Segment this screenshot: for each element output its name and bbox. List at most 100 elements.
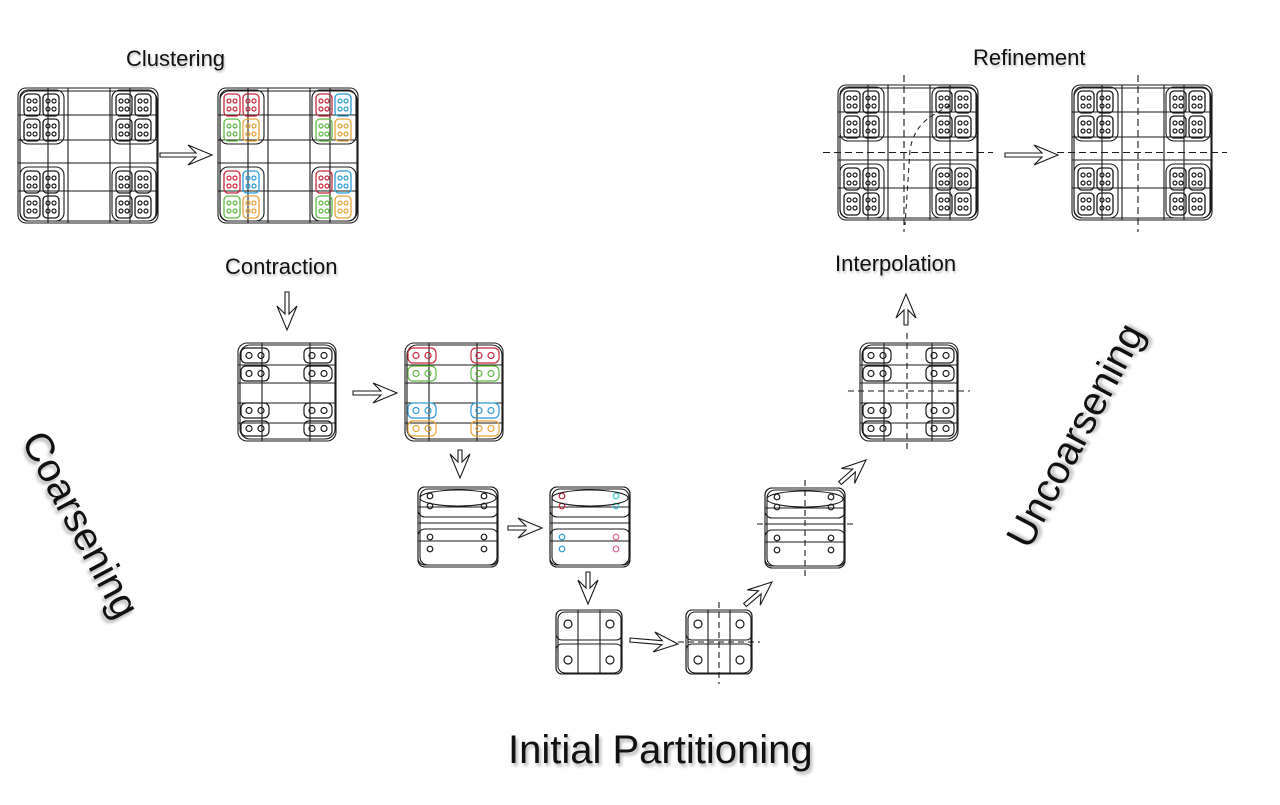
vertex bbox=[475, 406, 483, 415]
vertex bbox=[137, 183, 143, 189]
hyperedge bbox=[334, 93, 352, 117]
vertex bbox=[827, 493, 835, 501]
vertex bbox=[957, 120, 963, 126]
move-indicator bbox=[904, 104, 951, 226]
vertex bbox=[245, 183, 251, 189]
vertex bbox=[45, 183, 51, 189]
graph-uncoarsened-2 bbox=[757, 480, 853, 576]
vertex bbox=[852, 103, 858, 109]
hyperedge bbox=[925, 420, 955, 437]
graph-level-2 bbox=[417, 486, 499, 568]
vertex bbox=[426, 545, 434, 553]
vertex bbox=[1105, 205, 1111, 211]
vertex bbox=[143, 98, 149, 104]
vertex bbox=[827, 546, 835, 554]
hyperedge bbox=[764, 487, 846, 519]
vertex bbox=[852, 128, 858, 134]
vertex bbox=[563, 655, 573, 665]
hyperedge bbox=[1096, 115, 1114, 139]
vertex bbox=[118, 175, 124, 181]
hyperedge bbox=[1096, 167, 1114, 191]
vertex bbox=[343, 183, 349, 189]
vertex bbox=[846, 205, 852, 211]
vertex bbox=[1178, 172, 1184, 178]
vertex bbox=[124, 200, 130, 206]
hyperedge bbox=[134, 118, 152, 142]
vertex bbox=[245, 175, 251, 181]
vertex bbox=[337, 200, 343, 206]
vertex bbox=[942, 406, 950, 415]
hyperedge bbox=[862, 90, 880, 114]
vertex bbox=[51, 123, 57, 129]
vertex bbox=[251, 175, 257, 181]
vertex bbox=[735, 655, 745, 665]
hyperedge bbox=[303, 365, 333, 382]
hyperedge bbox=[935, 115, 953, 139]
hyperedge bbox=[407, 365, 437, 382]
vertex bbox=[1178, 128, 1184, 134]
hyperedge bbox=[19, 89, 65, 145]
vertex bbox=[143, 200, 149, 206]
vertex bbox=[475, 369, 483, 378]
hyperedge bbox=[1073, 86, 1119, 142]
vertex bbox=[32, 208, 38, 214]
vertex bbox=[343, 98, 349, 104]
arrow-contract-2 bbox=[449, 449, 471, 480]
hyperedge bbox=[1165, 163, 1211, 219]
hyperedge bbox=[843, 115, 861, 139]
vertex bbox=[1191, 205, 1197, 211]
vertex bbox=[257, 369, 265, 378]
vertex bbox=[1099, 103, 1105, 109]
vertex bbox=[871, 172, 877, 178]
vertex bbox=[337, 106, 343, 112]
vertex bbox=[1080, 128, 1086, 134]
arrow-body bbox=[577, 571, 599, 606]
vertex bbox=[1086, 172, 1092, 178]
vertex bbox=[963, 197, 969, 203]
vertex bbox=[963, 205, 969, 211]
vertex bbox=[337, 175, 343, 181]
vertex bbox=[337, 123, 343, 129]
vertex bbox=[1099, 120, 1105, 126]
hyperedge bbox=[1169, 115, 1187, 139]
hyperedge bbox=[407, 420, 437, 437]
vertex bbox=[1105, 128, 1111, 134]
hyperedge bbox=[470, 365, 500, 382]
vertex bbox=[1172, 120, 1178, 126]
label-refinement: Refinement bbox=[973, 45, 1086, 70]
hyperedge bbox=[470, 347, 500, 364]
hyperedge bbox=[223, 195, 241, 219]
vertex bbox=[1105, 172, 1111, 178]
hyperedge bbox=[219, 89, 265, 145]
vertex bbox=[558, 533, 566, 541]
vertex bbox=[827, 503, 835, 511]
graph-coarsest bbox=[555, 609, 623, 675]
hyperedge bbox=[549, 486, 631, 518]
vertex bbox=[318, 200, 324, 206]
vertex bbox=[245, 106, 251, 112]
vertex bbox=[32, 183, 38, 189]
vertex bbox=[879, 369, 887, 378]
hyperedge bbox=[954, 192, 972, 216]
hyperedge bbox=[240, 365, 270, 382]
vertex bbox=[143, 131, 149, 137]
hyperedge bbox=[23, 118, 41, 142]
hyperedge bbox=[134, 93, 152, 117]
hyperedge bbox=[1165, 86, 1211, 142]
hyperedge bbox=[303, 402, 333, 419]
hyperedge bbox=[862, 420, 892, 437]
vertex bbox=[32, 131, 38, 137]
arrow-body bbox=[742, 581, 774, 608]
hyperedge bbox=[1077, 167, 1095, 191]
vertex bbox=[871, 197, 877, 203]
vertex bbox=[1086, 128, 1092, 134]
vertex bbox=[318, 175, 324, 181]
vertex bbox=[938, 103, 944, 109]
vertex bbox=[1099, 172, 1105, 178]
vertex bbox=[1197, 95, 1203, 101]
hyperedge bbox=[1169, 90, 1187, 114]
vertex bbox=[118, 200, 124, 206]
vertex bbox=[318, 131, 324, 137]
vertex bbox=[865, 95, 871, 101]
vertex bbox=[324, 106, 330, 112]
